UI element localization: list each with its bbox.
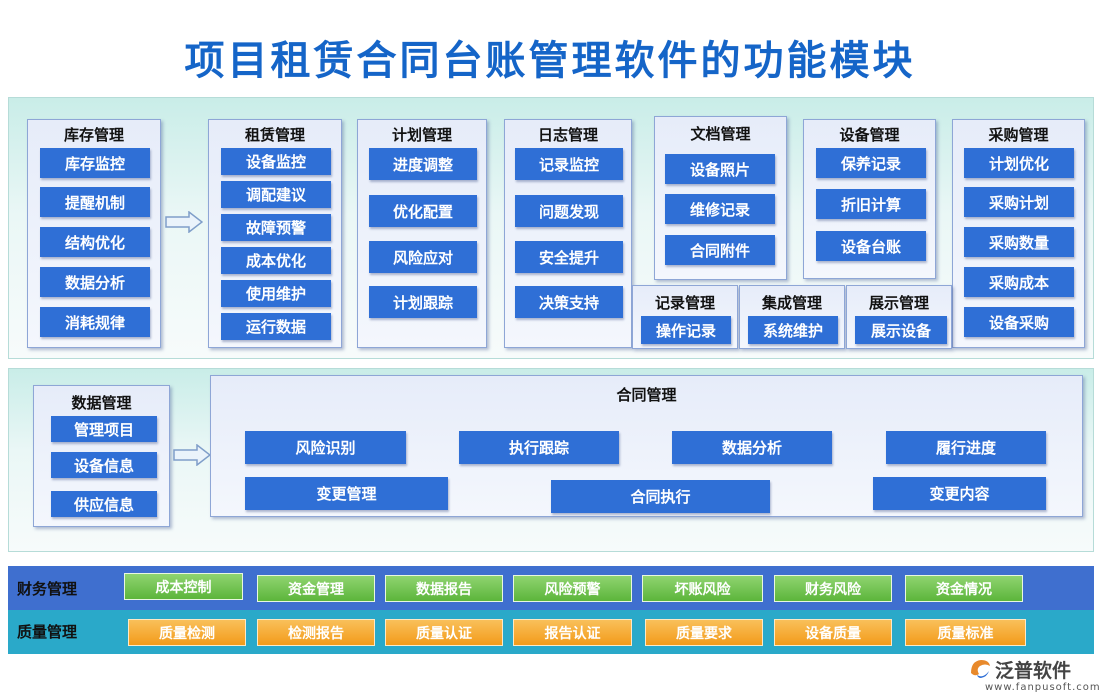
item-display-device[interactable]: 展示设备 <box>855 316 947 344</box>
item-purchase-qty[interactable]: 采购数量 <box>964 227 1074 257</box>
page-title: 项目租赁合同台账管理软件的功能模块 <box>184 38 916 84</box>
module-title: 计划管理 <box>391 126 452 144</box>
item-device-purchase[interactable]: 设备采购 <box>964 307 1074 337</box>
item-structure-optimize[interactable]: 结构优化 <box>40 227 150 257</box>
item-purchase-cost[interactable]: 采购成本 <box>964 267 1074 297</box>
quality-item[interactable]: 质量认证 <box>385 619 503 646</box>
quality-item[interactable]: 质量标准 <box>905 619 1026 646</box>
item-problem-find[interactable]: 问题发现 <box>515 195 623 227</box>
finance-item[interactable]: 数据报告 <box>385 575 503 602</box>
item-contract-exec[interactable]: 合同执行 <box>551 480 770 513</box>
module-display: 展示管理 展示设备 <box>846 285 952 349</box>
item-safety-improve[interactable]: 安全提升 <box>515 241 623 273</box>
quality-item[interactable]: 质量要求 <box>645 619 763 646</box>
module-title: 展示管理 <box>868 294 929 312</box>
item-inventory-monitor[interactable]: 库存监控 <box>40 148 150 178</box>
finance-item[interactable]: 财务风险 <box>774 575 892 602</box>
module-device: 设备管理 保养记录 折旧计算 设备台账 <box>803 119 936 279</box>
item-device-info[interactable]: 设备信息 <box>51 452 157 478</box>
item-supply-info[interactable]: 供应信息 <box>51 491 157 517</box>
item-record-monitor[interactable]: 记录监控 <box>515 148 623 180</box>
module-record: 记录管理 操作记录 <box>632 285 738 349</box>
item-device-photo[interactable]: 设备照片 <box>665 154 775 184</box>
item-plan-track[interactable]: 计划跟踪 <box>369 286 477 318</box>
module-title: 设备管理 <box>839 126 900 144</box>
item-system-maintain[interactable]: 系统维护 <box>748 316 838 344</box>
item-change-content[interactable]: 变更内容 <box>873 477 1046 510</box>
finance-item[interactable]: 资金情况 <box>905 575 1023 602</box>
module-title: 采购管理 <box>988 126 1049 144</box>
item-plan-optimize[interactable]: 计划优化 <box>964 148 1074 178</box>
item-progress-adjust[interactable]: 进度调整 <box>369 148 477 180</box>
item-optimize-config[interactable]: 优化配置 <box>369 195 477 227</box>
item-purchase-plan[interactable]: 采购计划 <box>964 187 1074 217</box>
item-cost-optimize[interactable]: 成本优化 <box>221 247 331 274</box>
module-purchase: 采购管理 计划优化 采购计划 采购数量 采购成本 设备采购 <box>952 119 1085 348</box>
item-use-maintain[interactable]: 使用维护 <box>221 280 331 307</box>
module-title: 文档管理 <box>690 125 751 143</box>
module-title: 记录管理 <box>654 294 715 312</box>
finance-item[interactable]: 成本控制 <box>124 573 243 600</box>
logo-name: 泛普软件 <box>995 660 1072 682</box>
module-data: 数据管理 管理项目 设备信息 供应信息 <box>33 385 170 527</box>
item-device-monitor[interactable]: 设备监控 <box>221 148 331 175</box>
module-log: 日志管理 记录监控 问题发现 安全提升 决策支持 <box>504 119 632 348</box>
item-device-ledger[interactable]: 设备台账 <box>816 231 926 261</box>
item-risk-response[interactable]: 风险应对 <box>369 241 477 273</box>
item-contract-attach[interactable]: 合同附件 <box>665 235 775 265</box>
quality-item[interactable]: 设备质量 <box>774 619 892 646</box>
item-repair-record[interactable]: 维修记录 <box>665 194 775 224</box>
finance-label: 财务管理 <box>17 580 78 598</box>
quality-item[interactable]: 质量检测 <box>128 619 246 646</box>
module-title: 数据管理 <box>71 394 132 412</box>
finance-item[interactable]: 坏账风险 <box>642 575 763 602</box>
item-consumption[interactable]: 消耗规律 <box>40 307 150 337</box>
item-reminder[interactable]: 提醒机制 <box>40 187 150 217</box>
item-maintain-record[interactable]: 保养记录 <box>816 148 926 178</box>
item-operation-record[interactable]: 操作记录 <box>641 316 731 344</box>
module-title: 日志管理 <box>537 126 598 144</box>
module-document: 文档管理 设备照片 维修记录 合同附件 <box>654 116 787 280</box>
finance-item[interactable]: 资金管理 <box>257 575 375 602</box>
item-depreciation[interactable]: 折旧计算 <box>816 189 926 219</box>
module-title: 合同管理 <box>616 386 677 404</box>
item-contract-data-analysis[interactable]: 数据分析 <box>672 431 832 464</box>
item-change-manage[interactable]: 变更管理 <box>245 477 448 510</box>
quality-item[interactable]: 报告认证 <box>513 619 632 646</box>
logo-url: www.fanpusoft.com <box>985 682 1100 693</box>
module-plan: 计划管理 进度调整 优化配置 风险应对 计划跟踪 <box>357 119 487 348</box>
module-title: 库存管理 <box>63 126 124 144</box>
item-risk-identify[interactable]: 风险识别 <box>245 431 406 464</box>
item-data-analysis[interactable]: 数据分析 <box>40 267 150 297</box>
item-dispatch-advice[interactable]: 调配建议 <box>221 181 331 208</box>
item-manage-project[interactable]: 管理项目 <box>51 416 157 442</box>
arrow-right-icon <box>173 444 211 466</box>
item-decision-support[interactable]: 决策支持 <box>515 286 623 318</box>
finance-item[interactable]: 风险预警 <box>513 575 632 602</box>
item-exec-track[interactable]: 执行跟踪 <box>459 431 619 464</box>
quality-label: 质量管理 <box>17 623 78 641</box>
item-run-data[interactable]: 运行数据 <box>221 313 331 340</box>
quality-item[interactable]: 检测报告 <box>257 619 375 646</box>
module-title: 租赁管理 <box>244 126 305 144</box>
module-rental: 租赁管理 设备监控 调配建议 故障预警 成本优化 使用维护 运行数据 <box>208 119 342 348</box>
module-integration: 集成管理 系统维护 <box>739 285 845 349</box>
arrow-right-icon <box>165 211 203 233</box>
logo-icon <box>971 660 990 678</box>
item-fulfill-progress[interactable]: 履行进度 <box>886 431 1046 464</box>
module-contract: 合同管理 风险识别 执行跟踪 数据分析 履行进度 变更管理 合同执行 变更内容 <box>210 375 1083 517</box>
item-fault-warning[interactable]: 故障预警 <box>221 214 331 241</box>
module-title: 集成管理 <box>761 294 822 312</box>
module-inventory: 库存管理 库存监控 提醒机制 结构优化 数据分析 消耗规律 <box>27 119 161 348</box>
